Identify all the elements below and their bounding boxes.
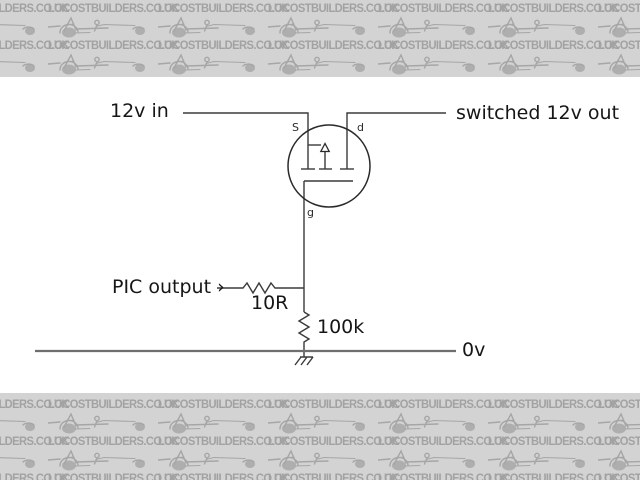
locost-car-logo-icon [48,413,146,434]
locost-car-logo-icon [488,450,586,471]
watermark-text: LOCOSTBUILDERS.CO.UK [48,39,179,52]
label-resistor-10r: 10R [251,292,289,314]
watermark-text: LOCOSTBUILDERS.CO.UK [48,2,179,15]
watermark-text-row: LOCOSTBUILDERS.CO.UKLOCOSTBUILDERS.CO.UK… [0,39,640,52]
watermark-text: LOCOSTBUILDERS.CO.UK [158,398,289,411]
watermark-text: LOCOSTBUILDERS.CO.UK [268,2,399,15]
watermark-text: LOCOSTBUILDERS.CO.UK [378,39,509,52]
locost-car-logo-icon [158,413,256,434]
ground-symbol [294,351,314,366]
watermark-text: LOCOSTBUILDERS.CO.UK [598,472,640,480]
label-mosfet-gate: g [307,206,314,219]
locost-car-logo-icon [158,450,256,471]
mosfet-circle [287,124,371,208]
watermark-text-row: LOCOSTBUILDERS.CO.UKLOCOSTBUILDERS.CO.UK… [0,472,640,480]
label-switched-12v-out: switched 12v out [456,102,620,124]
locost-car-logo-icon [0,450,36,471]
watermark-banner-top: LOCOSTBUILDERS.CO.UKLOCOSTBUILDERS.CO.UK… [0,0,640,77]
locost-car-logo-icon [378,450,476,471]
label-pic-output: PIC output › [112,276,225,298]
watermark-text: LOCOSTBUILDERS.CO.UK [268,39,399,52]
watermark-text-row: LOCOSTBUILDERS.CO.UKLOCOSTBUILDERS.CO.UK… [0,435,640,448]
locost-car-logo-icon [0,413,36,434]
locost-car-logo-icon [378,413,476,434]
label-12v-in: 12v in [110,100,169,122]
watermark-text: LOCOSTBUILDERS.CO.UK [0,435,69,448]
watermark-text: LOCOSTBUILDERS.CO.UK [488,398,619,411]
locost-car-logo-icon [268,450,366,471]
watermark-text: LOCOSTBUILDERS.CO.UK [488,39,619,52]
resistor-10r-symbol [217,281,304,295]
watermark-logo-row [0,411,640,435]
watermark-text: LOCOSTBUILDERS.CO.UK [48,435,179,448]
watermark-text: LOCOSTBUILDERS.CO.UK [598,39,640,52]
watermark-text: LOCOSTBUILDERS.CO.UK [268,435,399,448]
schematic-canvas [0,77,640,393]
label-mosfet-source: S [292,121,299,134]
watermark-banner-bottom: LOCOSTBUILDERS.CO.UKLOCOSTBUILDERS.CO.UK… [0,393,640,480]
watermark-logo-row [0,448,640,472]
watermark-text: LOCOSTBUILDERS.CO.UK [488,435,619,448]
watermark-text: LOCOSTBUILDERS.CO.UK [378,2,509,15]
label-resistor-100k: 100k [317,316,365,338]
watermark-text: LOCOSTBUILDERS.CO.UK [598,398,640,411]
wires [183,112,446,366]
label-mosfet-drain: d [357,121,364,134]
watermark-text: LOCOSTBUILDERS.CO.UK [268,472,399,480]
watermark-text: LOCOSTBUILDERS.CO.UK [378,472,509,480]
watermark-text-row: LOCOSTBUILDERS.CO.UKLOCOSTBUILDERS.CO.UK… [0,398,640,411]
watermark-text: LOCOSTBUILDERS.CO.UK [158,39,289,52]
watermark-text: LOCOSTBUILDERS.CO.UK [0,472,69,480]
watermark-text: LOCOSTBUILDERS.CO.UK [48,472,179,480]
wire-switched-out [346,112,446,169]
watermark-text: LOCOSTBUILDERS.CO.UK [0,398,69,411]
watermark-text: LOCOSTBUILDERS.CO.UK [378,398,509,411]
watermark-text: LOCOSTBUILDERS.CO.UK [488,2,619,15]
watermark-text: LOCOSTBUILDERS.CO.UK [48,398,179,411]
locost-car-logo-icon [48,450,146,471]
locost-car-logo-icon [598,413,640,434]
watermark-text: LOCOSTBUILDERS.CO.UK [268,398,399,411]
watermark-text: LOCOSTBUILDERS.CO.UK [378,435,509,448]
label-0v: 0v [462,339,486,361]
watermark-text: LOCOSTBUILDERS.CO.UK [158,2,289,15]
watermark-text: LOCOSTBUILDERS.CO.UK [598,435,640,448]
locost-car-logo-icon [268,413,366,434]
watermark-text-row: LOCOSTBUILDERS.CO.UKLOCOSTBUILDERS.CO.UK… [0,2,640,15]
locost-car-logo-icon [488,413,586,434]
mosfet-arrow-icon [319,142,331,153]
watermark-text: LOCOSTBUILDERS.CO.UK [488,472,619,480]
watermark-text: LOCOSTBUILDERS.CO.UK [598,2,640,15]
wire-12v-in [183,112,309,169]
resistor-100k-symbol [297,311,311,351]
watermark-text: LOCOSTBUILDERS.CO.UK [158,472,289,480]
watermark-text: LOCOSTBUILDERS.CO.UK [158,435,289,448]
locost-car-logo-icon [598,450,640,471]
